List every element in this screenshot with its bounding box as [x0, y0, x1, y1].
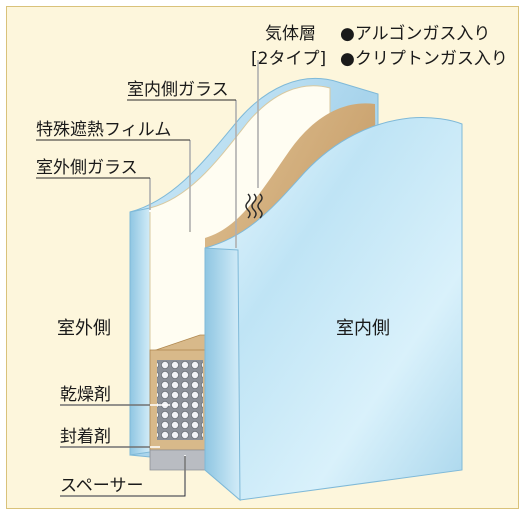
- label-gas-layer: 気体層: [265, 24, 316, 44]
- label-sealant: 封着剤: [60, 427, 111, 447]
- label-indoor-side: 室内側: [336, 318, 390, 339]
- sealant-layer: [149, 449, 209, 471]
- wavy-lines-icon: [245, 193, 263, 219]
- label-film: 特殊遮熱フィルム: [36, 120, 171, 140]
- label-spacer: スペーサー: [60, 476, 143, 496]
- label-krypton: ●クリプトンガス入り: [340, 49, 508, 69]
- label-outdoor-side: 室外側: [57, 318, 111, 339]
- label-two-types: [2タイプ]: [251, 49, 326, 69]
- label-desiccant: 乾燥剤: [60, 385, 111, 405]
- label-argon: ●アルゴンガス入り: [340, 23, 490, 44]
- label-outer-glass: 室外側ガラス: [36, 158, 138, 178]
- outer-glass-edge: [129, 207, 151, 456]
- leader-spacer-dark: [60, 456, 186, 497]
- label-inner-glass: 室内側ガラス: [127, 80, 229, 100]
- desiccant-beads: [157, 360, 203, 440]
- inner-glass-edge: [204, 247, 241, 502]
